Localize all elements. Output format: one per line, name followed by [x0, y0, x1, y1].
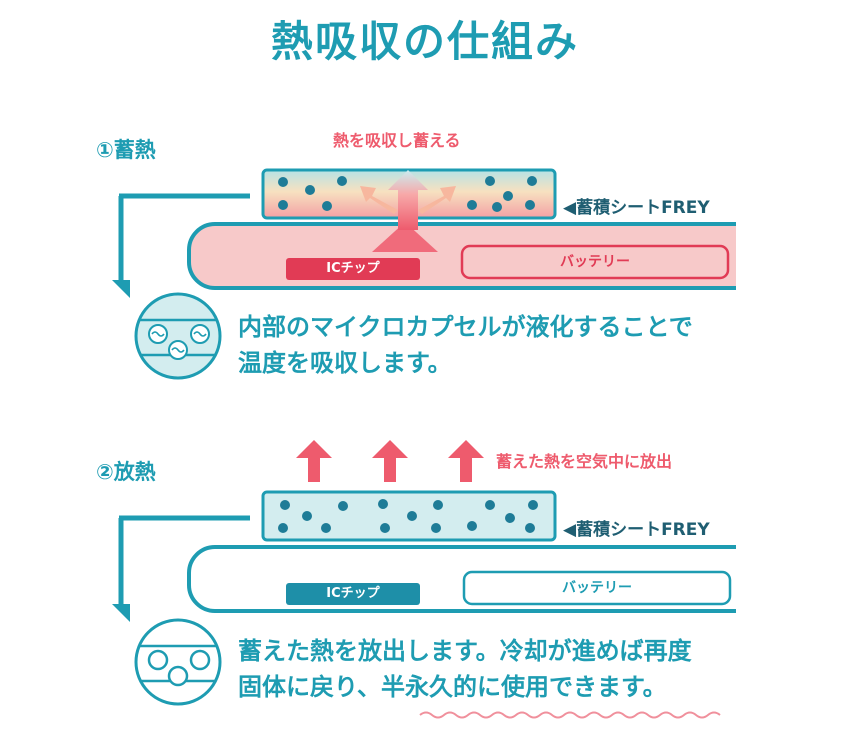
step1-capsule-icon [134, 292, 222, 380]
step1-sheet-label: ◀蓄積シートFREY [563, 198, 710, 218]
step2-description-line2: 固体に戻り、半永久的に使用できます。 [238, 669, 692, 705]
step2-battery-label: バッテリー [562, 580, 632, 596]
step2-battery [462, 570, 732, 606]
page-title: 熱吸収の仕組み [270, 17, 579, 66]
step1-connector-arrowhead [112, 280, 130, 298]
step1-heat-arrows [360, 170, 456, 252]
step1-ic-label: ICチップ [326, 261, 380, 276]
step2-description-line1: 蓄えた熱を放出します。冷却が進めば再度 [238, 637, 692, 665]
step1-description: 内部のマイクロカプセルが液化することで 温度を吸収します。 [238, 309, 693, 381]
step2-description-line2c: できます。 [549, 673, 667, 701]
step2-ic-label: ICチップ [326, 586, 380, 601]
step2-description-highlight: 半永久的に使用 [381, 673, 550, 701]
step1-ic-chip [286, 258, 420, 280]
step2-capsule-icon [134, 618, 222, 706]
step2-description: 蓄えた熱を放出します。冷却が進めば再度 固体に戻り、半永久的に使用できます。 [238, 633, 692, 705]
highlight-wavy-underline [419, 711, 721, 719]
step1-battery [460, 244, 730, 280]
step2-callout: 蓄えた熱を空気中に放出 [496, 452, 673, 471]
step2-ic-chip [286, 583, 420, 605]
step2-release-arrows [296, 440, 484, 482]
step2-microcapsules [278, 499, 538, 533]
step2-sheet-label: ◀蓄積シートFREY [563, 520, 710, 540]
step1-label: ①蓄熱 [96, 138, 156, 162]
step1-callout: 熱を吸収し蓄える [333, 131, 461, 150]
step2-label: ②放熱 [96, 460, 156, 484]
step1-microcapsules [278, 176, 537, 212]
step2-description-line2a: 固体に戻り、 [238, 673, 382, 701]
step2-connector-arrowhead [112, 604, 130, 622]
step1-description-line2: 温度を吸収します。 [238, 349, 452, 377]
step1-description-line1: 内部のマイクロカプセルが液化することで [238, 313, 693, 341]
step1-battery-label: バッテリー [560, 254, 630, 270]
